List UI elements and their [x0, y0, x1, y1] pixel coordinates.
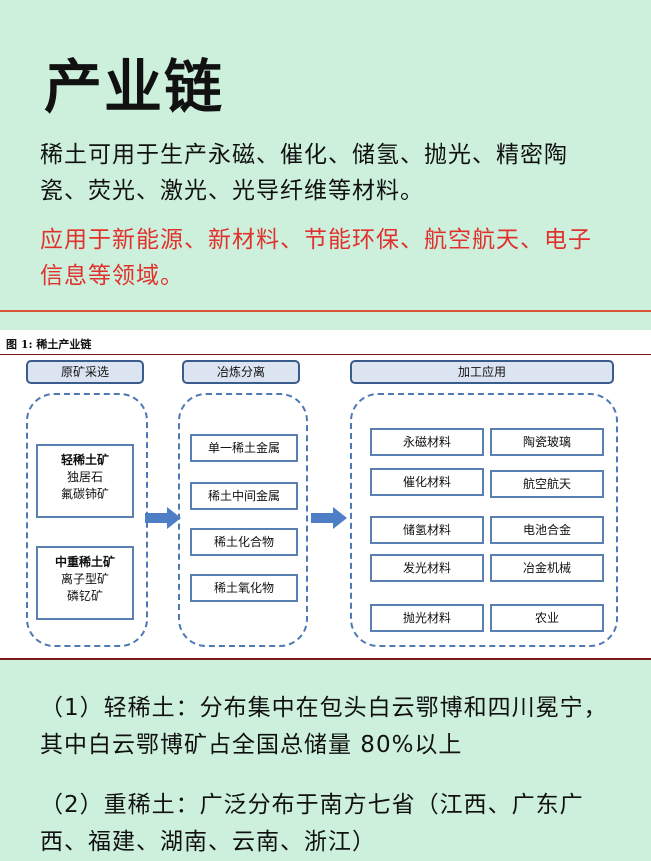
note-heavy-rare-earth: （2）重稀土：广泛分布于南方七省（江西、广东广西、福建、湖南、云南、浙江）	[40, 792, 584, 855]
figure-caption: 图 1: 稀土产业链	[6, 338, 92, 351]
heavy-ore-title: 中重稀土矿	[54, 555, 115, 569]
heavy-rare-earth-ore-box: 中重稀土矿 离子型矿 磷钇矿	[36, 546, 134, 620]
intro-text: 稀土可用于生产永磁、催化、储氢、抛光、精密陶瓷、荧光、激光、光导纤维等材料。	[40, 142, 568, 204]
application-item: 冶金机械	[490, 554, 604, 582]
smelting-item: 单一稀土金属	[190, 434, 298, 462]
light-ore-item: 氟碳铈矿	[60, 487, 109, 501]
application-item: 农业	[490, 604, 604, 632]
page-title: 产业链	[44, 53, 225, 121]
application-item: 催化材料	[370, 468, 484, 496]
application-item: 储氢材料	[370, 516, 484, 544]
light-ore-title: 轻稀土矿	[60, 453, 109, 467]
application-item: 电池合金	[490, 516, 604, 544]
processing-group	[350, 393, 618, 647]
stage-processing-header: 加工应用	[350, 360, 614, 384]
light-ore-item: 独居石	[66, 470, 103, 484]
smelting-item: 稀土中间金属	[190, 482, 298, 510]
smelting-item: 稀土氧化物	[190, 574, 298, 602]
stage-ore-header: 原矿采选	[26, 360, 144, 384]
application-item: 抛光材料	[370, 604, 484, 632]
heavy-ore-item: 离子型矿	[60, 572, 109, 586]
application-item: 发光材料	[370, 554, 484, 582]
heavy-ore-item: 磷钇矿	[66, 589, 103, 603]
divider	[0, 310, 651, 312]
application-item: 陶瓷玻璃	[490, 428, 604, 456]
light-rare-earth-ore-box: 轻稀土矿 独居石 氟碳铈矿	[36, 444, 134, 518]
smelting-group	[178, 393, 308, 647]
note-light-rare-earth: （1）轻稀土：分布集中在包头白云鄂博和四川冕宁，其中白云鄂博矿占全国总储量 80…	[40, 695, 608, 758]
industry-chain-figure: 图 1: 稀土产业链 原矿采选 冶炼分离 加工应用 轻稀土矿 独居石 氟碳铈矿 …	[0, 330, 651, 660]
smelting-item: 稀土化合物	[190, 528, 298, 556]
applications-text: 应用于新能源、新材料、节能环保、航空航天、电子信息等领域。	[40, 227, 592, 289]
application-item: 永磁材料	[370, 428, 484, 456]
figure-bottom-rule	[0, 658, 651, 660]
application-item: 航空航天	[490, 470, 604, 498]
figure-rule	[0, 354, 651, 355]
stage-smelting-header: 冶炼分离	[182, 360, 300, 384]
